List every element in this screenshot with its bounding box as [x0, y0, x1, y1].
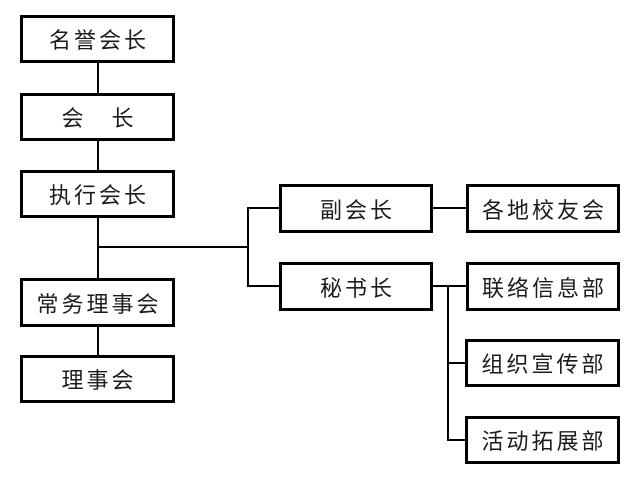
connector-executive-to-standing [97, 218, 99, 278]
node-activity-development-dept: 活动拓展部 [465, 416, 620, 464]
connector-stub-publicity-dept [447, 362, 465, 364]
node-honorary-president: 名誉会长 [20, 15, 175, 63]
connector-branch-vertical [247, 207, 249, 287]
connector-vice-president-to-alumni [433, 207, 466, 209]
connector-branch-horizontal [97, 246, 249, 248]
node-vice-president: 副会长 [279, 184, 433, 233]
connector-stub-secretary-general [247, 285, 279, 287]
node-executive-president: 执行会长 [20, 170, 175, 218]
node-regional-alumni-associations: 各地校友会 [466, 184, 620, 233]
connector-secretary-to-liaison [433, 285, 466, 287]
node-secretary-general: 秘书长 [279, 262, 433, 311]
connector-honorary-to-president [97, 63, 99, 93]
connector-stub-activity-dept [447, 439, 465, 441]
node-liaison-information-dept: 联络信息部 [466, 262, 620, 311]
node-organization-publicity-dept: 组织宣传部 [465, 339, 620, 387]
connector-president-to-executive [97, 141, 99, 170]
node-council: 理事会 [20, 355, 175, 403]
connector-standing-to-council [97, 327, 99, 355]
node-standing-council: 常务理事会 [20, 278, 175, 327]
node-president: 会 长 [20, 93, 175, 141]
connector-stub-vice-president [247, 207, 279, 209]
